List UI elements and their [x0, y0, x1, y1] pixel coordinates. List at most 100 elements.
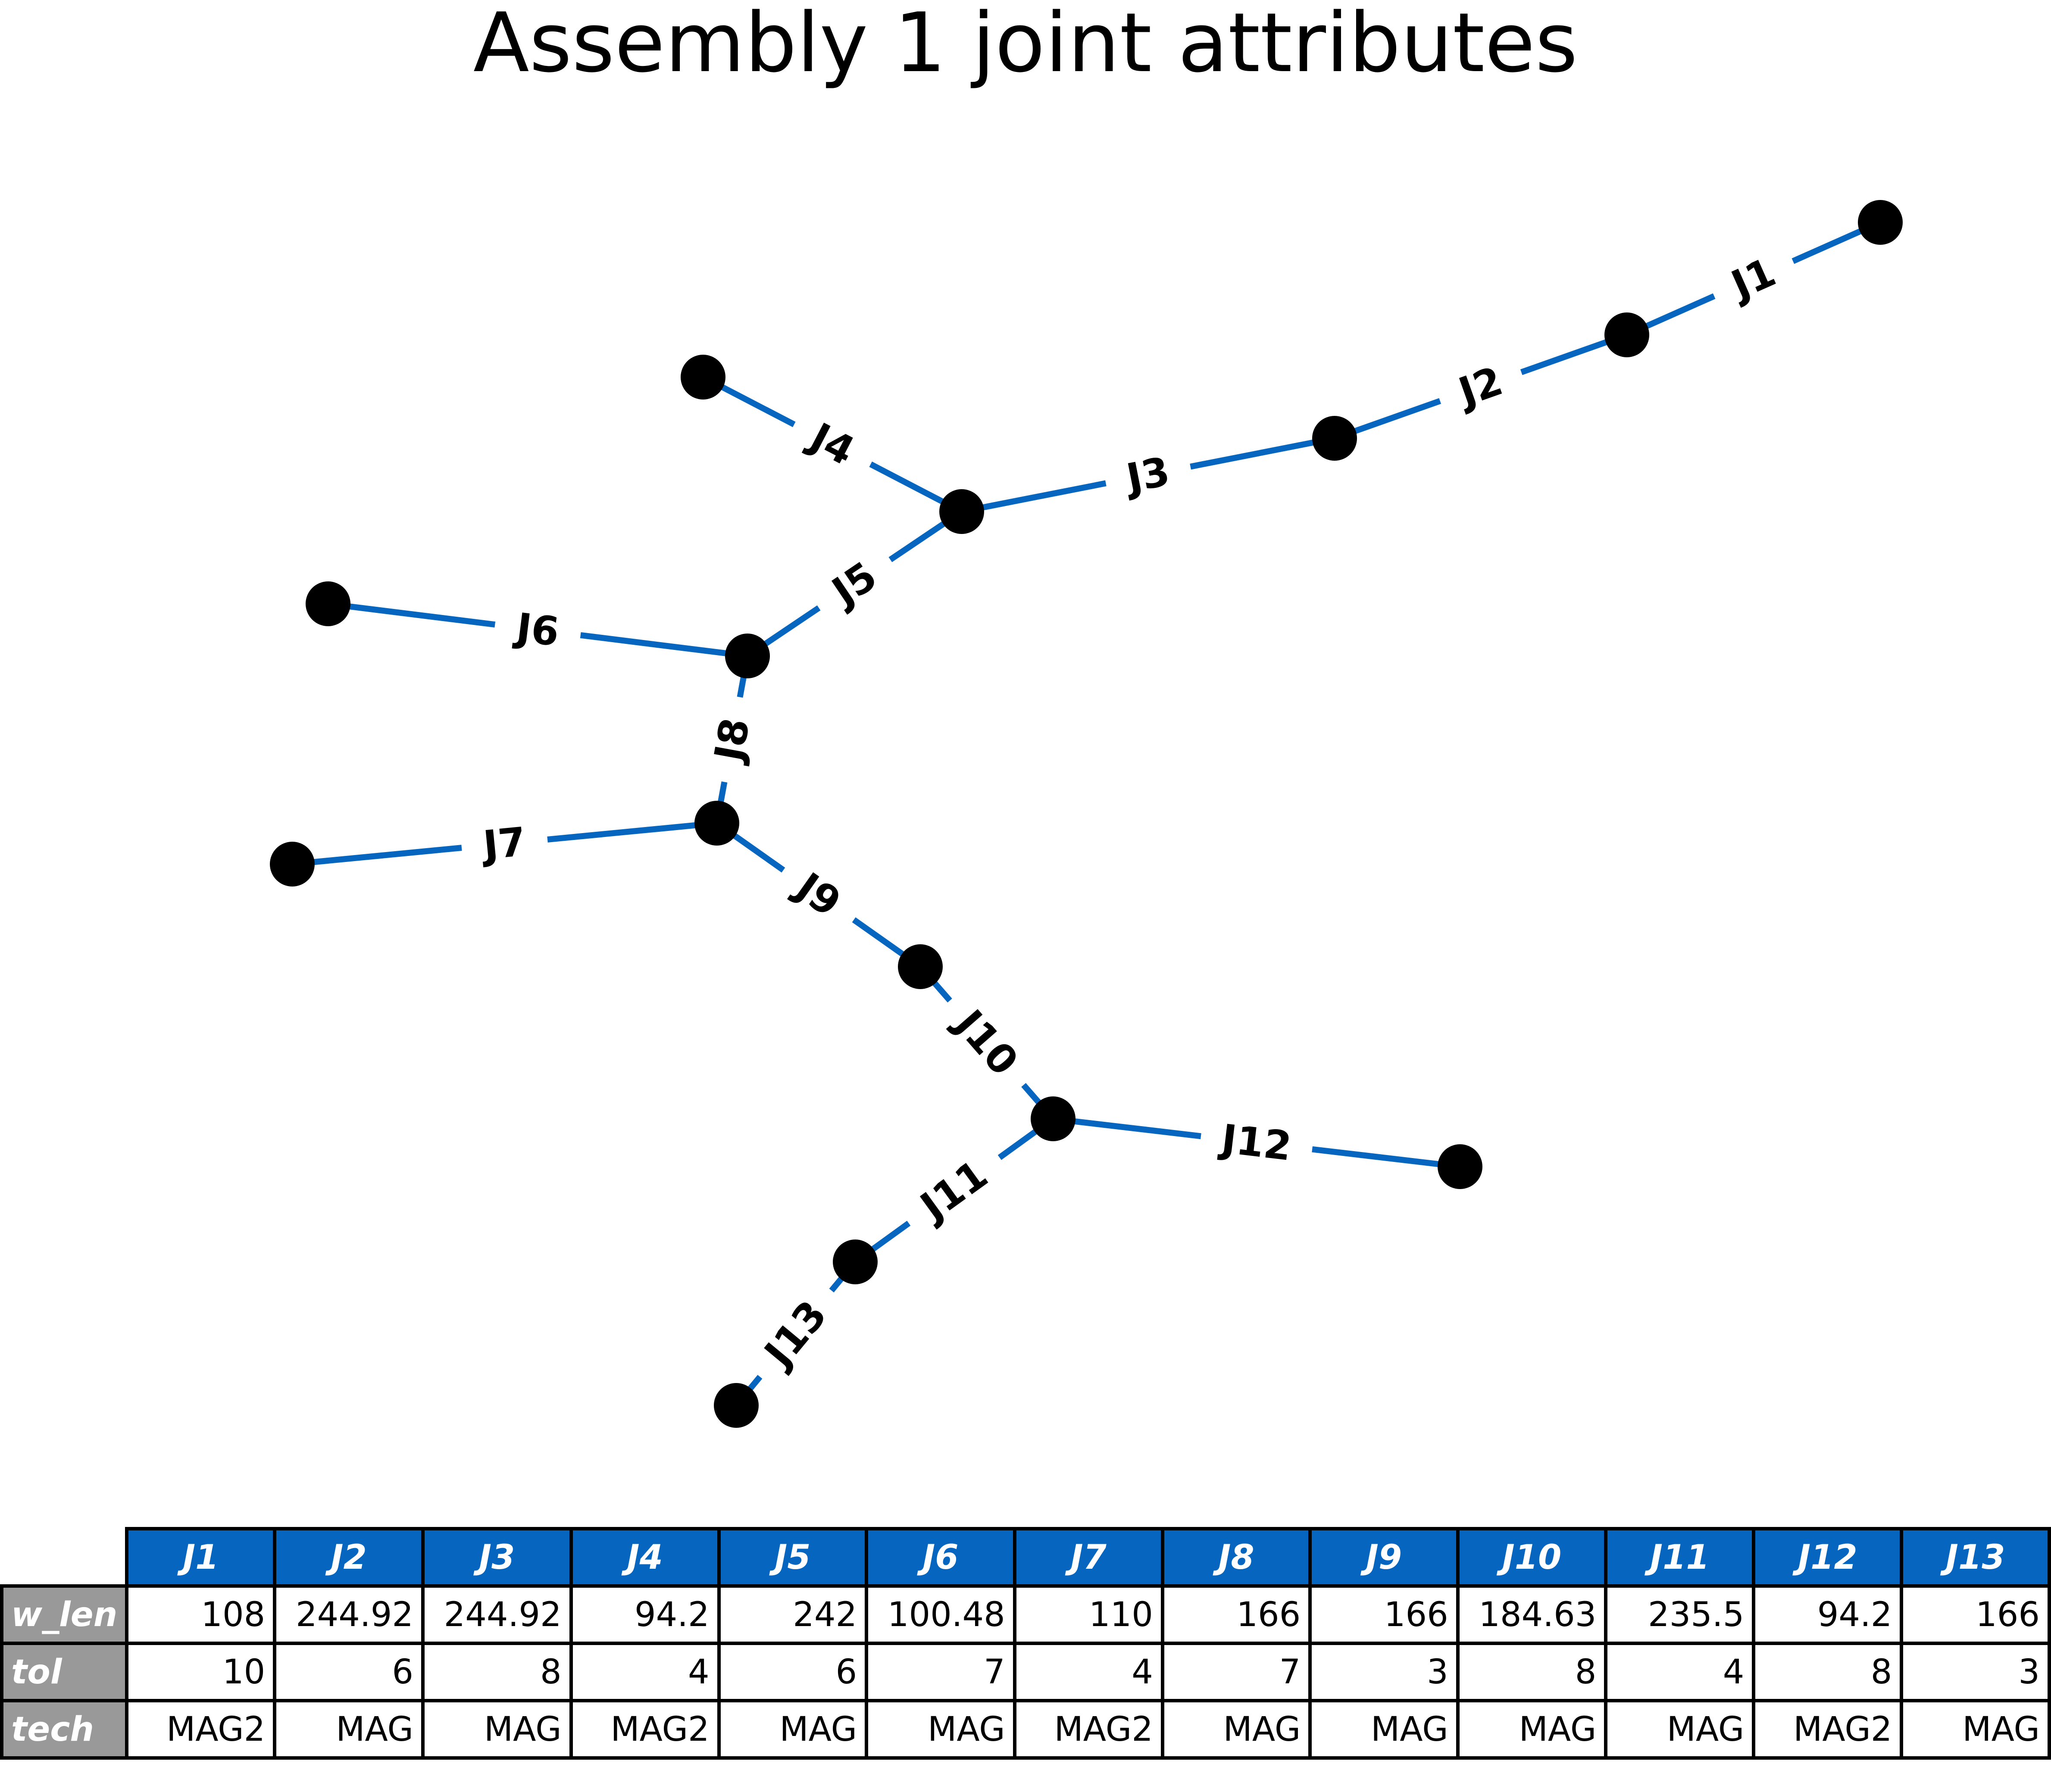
column-header-j2: J2: [273, 1527, 425, 1588]
node-n12: [833, 1239, 878, 1284]
edge-label-j13: J13: [754, 1292, 836, 1377]
node-n14: [714, 1383, 759, 1428]
table-cell: 166: [1308, 1584, 1460, 1645]
edge-label-j9: J9: [786, 862, 849, 926]
table-cell: 94.2: [1752, 1584, 1904, 1645]
column-header-j11: J11: [1604, 1527, 1756, 1588]
edge-j12-segment-b: [1312, 1146, 1460, 1170]
edge-j6-segment-a: [328, 601, 496, 628]
table-cell: 244.92: [273, 1584, 425, 1645]
nodes-layer: [270, 200, 1903, 1428]
edge-label-j6: J6: [511, 604, 562, 656]
table-cell: 242: [717, 1584, 869, 1645]
node-n8: [694, 801, 739, 846]
edge-j3-segment-b: [1190, 435, 1335, 470]
table-cell: MAG: [421, 1699, 573, 1760]
edge-label-j4: J4: [800, 413, 862, 475]
table-cell: 7: [865, 1642, 1016, 1702]
column-header-j12: J12: [1752, 1527, 1904, 1588]
table-cell: 166: [1900, 1584, 2051, 1645]
table-cell: 8: [1456, 1642, 1608, 1702]
node-n10: [898, 944, 943, 989]
node-n3: [1312, 416, 1357, 461]
node-n1: [1858, 200, 1903, 245]
node-n5: [681, 355, 725, 400]
edge-label-j2: J2: [1451, 358, 1508, 416]
edge-label-j5: J5: [822, 553, 885, 616]
column-header-j13: J13: [1900, 1527, 2051, 1588]
column-header-j7: J7: [1013, 1527, 1164, 1588]
node-n6: [725, 634, 770, 678]
table-cell: MAG: [1308, 1699, 1460, 1760]
table-cell: MAG2: [125, 1699, 277, 1760]
table-cell: 110: [1013, 1584, 1164, 1645]
edge-j7-segment-a: [292, 845, 462, 867]
edge-label-j10: J10: [944, 999, 1027, 1084]
table-cell: MAG: [1456, 1699, 1608, 1760]
table-cell: 8: [1752, 1642, 1904, 1702]
table-cell: 6: [273, 1642, 425, 1702]
column-header-j10: J10: [1456, 1527, 1608, 1588]
table-cell: 4: [569, 1642, 721, 1702]
edge-label-j1: J1: [1723, 249, 1782, 309]
table-cell: 3: [1308, 1642, 1460, 1702]
edge-j12-segment-a: [1053, 1116, 1201, 1140]
node-n9: [270, 842, 315, 887]
table-cell: MAG: [717, 1699, 869, 1760]
table-cell: 6: [717, 1642, 869, 1702]
table-cell: MAG: [865, 1699, 1016, 1760]
edge-label-j8: J8: [705, 715, 759, 767]
diagram-title: Assembly 1 joint attributes: [473, 0, 1578, 91]
table-cell: MAG2: [1752, 1699, 1904, 1760]
table-cell: 7: [1160, 1642, 1312, 1702]
column-header-j1: J1: [125, 1527, 277, 1588]
edge-label-j3: J3: [1120, 448, 1173, 502]
table-cell: MAG: [1604, 1699, 1756, 1760]
table-cell: 184.63: [1456, 1584, 1608, 1645]
column-header-j8: J8: [1160, 1527, 1312, 1588]
node-n11: [1031, 1096, 1076, 1141]
node-n13: [1438, 1144, 1482, 1189]
column-header-j4: J4: [569, 1527, 721, 1588]
table-cell: MAG2: [1013, 1699, 1164, 1760]
table-cell: MAG: [1160, 1699, 1312, 1760]
table-cell: MAG2: [569, 1699, 721, 1760]
edge-j3-segment-a: [961, 480, 1107, 515]
row-header-tech: tech: [0, 1699, 129, 1760]
table-cell: 166: [1160, 1584, 1312, 1645]
column-header-j9: J9: [1308, 1527, 1460, 1588]
table-cell: 8: [421, 1642, 573, 1702]
node-n7: [306, 581, 350, 626]
node-n2: [1604, 312, 1649, 357]
edge-label-j11: J11: [910, 1151, 996, 1231]
edge-j7-segment-b: [547, 820, 717, 843]
column-header-j6: J6: [865, 1527, 1016, 1588]
table-cell: 108: [125, 1584, 277, 1645]
node-n4: [939, 489, 984, 534]
table-cell: 244.92: [421, 1584, 573, 1645]
table-cell: 235.5: [1604, 1584, 1756, 1645]
table-cell: 3: [1900, 1642, 2051, 1702]
table-cell: 10: [125, 1642, 277, 1702]
table-cell: 100.48: [865, 1584, 1016, 1645]
table-cell: MAG: [273, 1699, 425, 1760]
row-header-tol: tol: [0, 1642, 129, 1702]
table-cell: 94.2: [569, 1584, 721, 1645]
row-header-w-len: w_len: [0, 1584, 129, 1645]
edge-label-j12: J12: [1216, 1115, 1294, 1170]
edges-layer: [292, 219, 1882, 1408]
table-cell: 4: [1013, 1642, 1164, 1702]
edge-j6-segment-b: [580, 632, 748, 659]
column-header-j3: J3: [421, 1527, 573, 1588]
edge-label-j7: J7: [478, 819, 528, 869]
table-cell: MAG: [1900, 1699, 2051, 1760]
table-corner: [2, 1529, 127, 1586]
table-cell: 4: [1604, 1642, 1756, 1702]
